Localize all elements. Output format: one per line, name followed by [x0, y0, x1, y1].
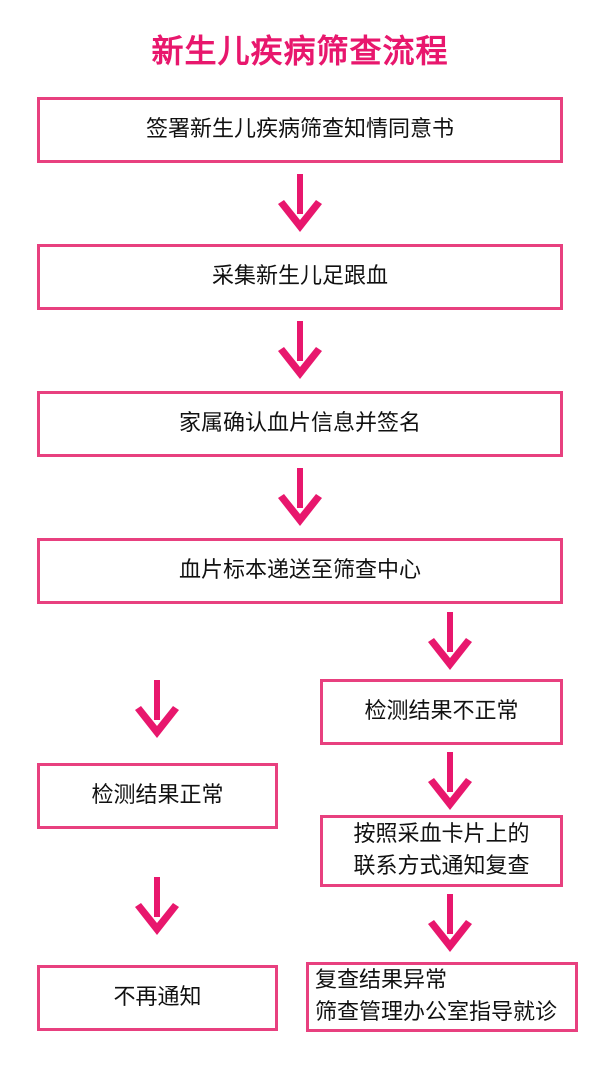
normal-result-box: 检测结果正常 [37, 763, 278, 829]
step-deliver-box: 血片标本递送至筛查中心 [37, 538, 563, 604]
step-confirm-label: 家属确认血片信息并签名 [178, 411, 421, 437]
step-collect-box: 采集新生儿足跟血 [37, 244, 563, 310]
flowchart-title: 新生儿疾病筛查流程 [151, 32, 449, 70]
step-consent-box: 签署新生儿疾病筛查知情同意书 [37, 97, 563, 163]
arrow-down-icon [428, 894, 472, 952]
step-deliver-label: 血片标本递送至筛查中心 [178, 558, 421, 584]
notify-recheck-box: 按照采血卡片上的 联系方式通知复查 [320, 815, 563, 887]
recheck-abnormal-box: 复查结果异常 筛查管理办公室指导就诊 [306, 962, 578, 1032]
step-consent-label: 签署新生儿疾病筛查知情同意书 [145, 117, 454, 143]
notify-recheck-line2: 联系方式通知复查 [353, 854, 530, 879]
notify-recheck-line1: 按照采血卡片上的 [353, 822, 530, 848]
arrow-down-icon [278, 468, 322, 526]
recheck-abnormal-line1: 复查结果异常 [315, 968, 448, 993]
arrow-down-icon [135, 680, 179, 738]
arrow-down-icon [428, 612, 472, 670]
abnormal-result-box: 检测结果不正常 [320, 679, 563, 745]
abnormal-result-label: 检测结果不正常 [364, 699, 519, 725]
arrow-down-icon [278, 321, 322, 379]
step-collect-label: 采集新生儿足跟血 [211, 264, 388, 290]
arrow-down-icon [428, 752, 472, 810]
recheck-abnormal-line2: 筛查管理办公室指导就诊 [315, 999, 558, 1025]
normal-result-label: 检测结果正常 [91, 783, 224, 809]
arrow-down-icon [135, 877, 179, 935]
normal-outcome-label: 不再通知 [113, 985, 202, 1011]
arrow-down-icon [278, 174, 322, 232]
step-confirm-box: 家属确认血片信息并签名 [37, 391, 563, 457]
normal-outcome-box: 不再通知 [37, 965, 278, 1031]
